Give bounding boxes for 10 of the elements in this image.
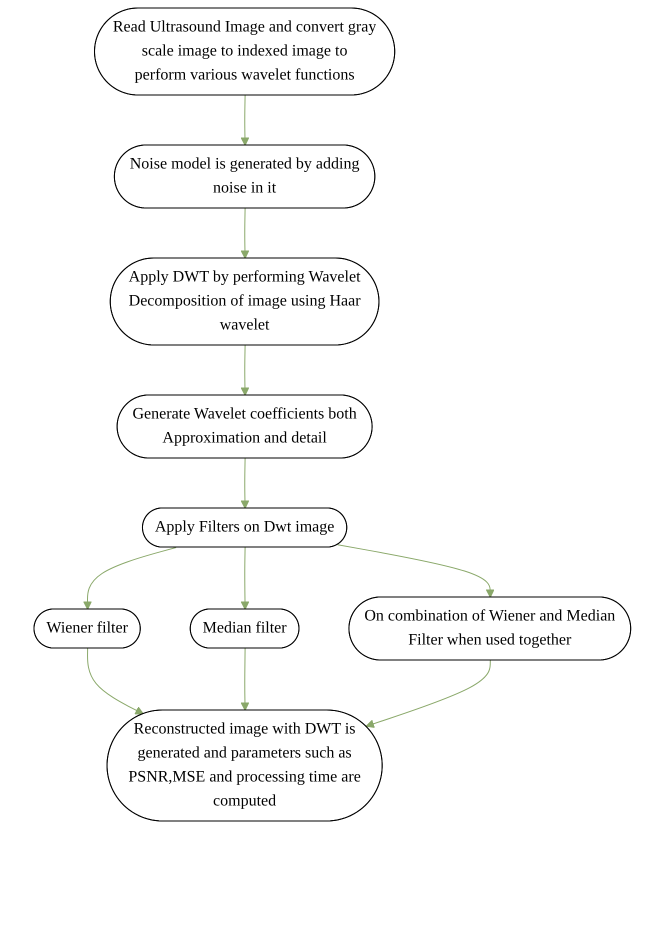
arrow	[86, 648, 144, 714]
arrow	[240, 345, 249, 396]
arrow	[82, 547, 176, 610]
arrow	[336, 544, 494, 598]
arrow	[240, 458, 249, 509]
arrow	[240, 208, 249, 259]
arrow	[240, 648, 249, 711]
arrow	[240, 95, 249, 146]
arrow	[365, 660, 490, 728]
arrow	[240, 547, 250, 610]
